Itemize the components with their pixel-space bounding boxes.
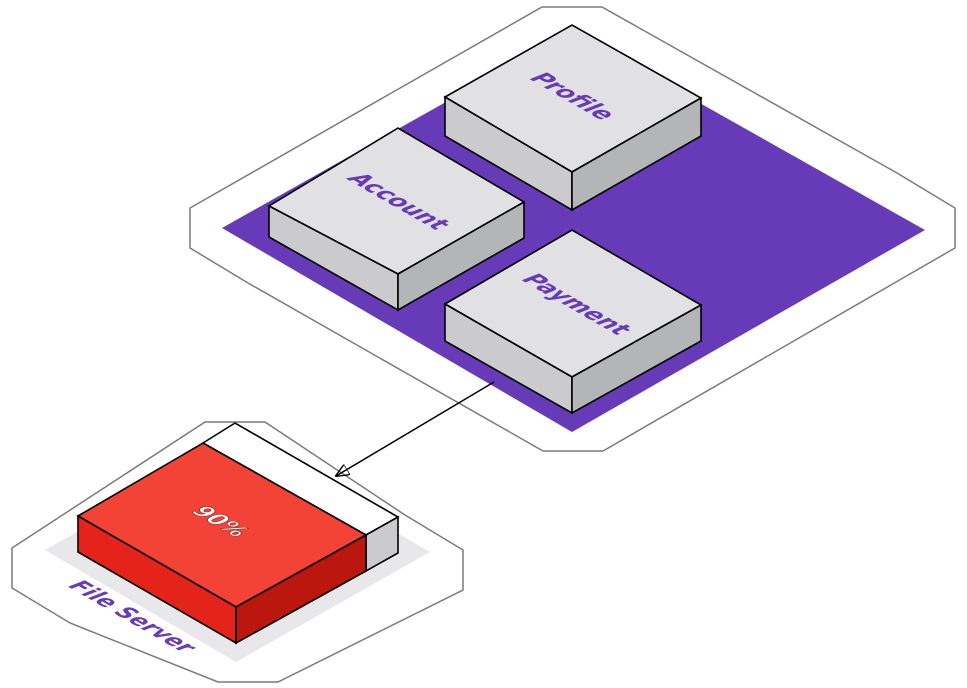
file-server-usage-right bbox=[235, 533, 367, 645]
payment-to-file-server-arrow[interactable] bbox=[336, 381, 495, 476]
payment-service-box[interactable]: Payment bbox=[443, 229, 703, 415]
file-server-block[interactable]: 90% bbox=[76, 422, 400, 645]
account-box-right bbox=[397, 200, 525, 312]
profile-service-box[interactable]: Profile bbox=[443, 24, 703, 212]
payment-box-right bbox=[571, 303, 702, 415]
account-service-box[interactable]: Account bbox=[267, 127, 526, 312]
profile-box-right bbox=[571, 96, 702, 212]
